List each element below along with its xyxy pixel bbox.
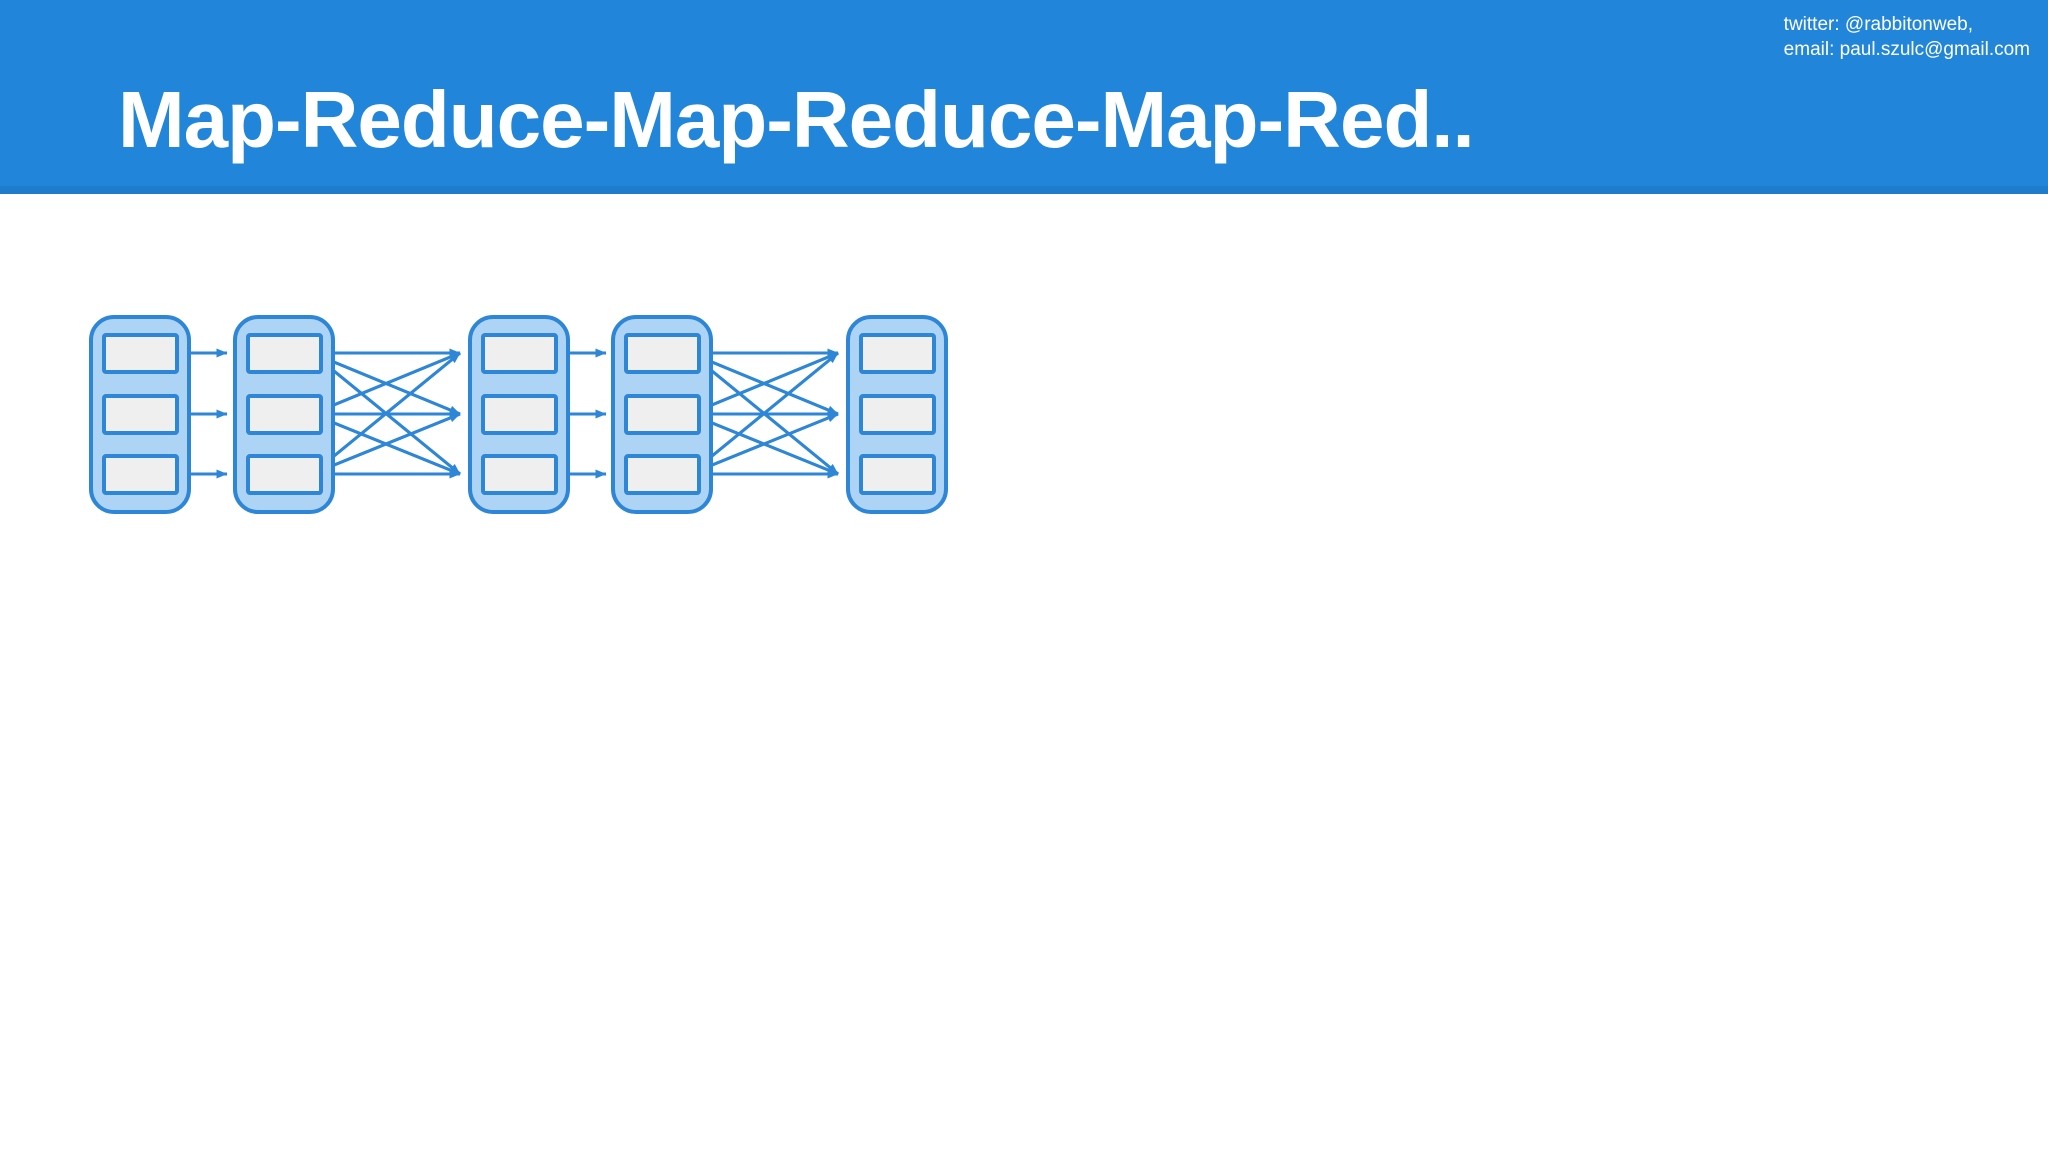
stage-5-node-3[interactable]	[859, 454, 936, 495]
slide-header	[0, 0, 2048, 186]
stage-3[interactable]	[468, 315, 570, 514]
stage-3-node-2[interactable]	[481, 394, 558, 435]
slide-body	[0, 194, 2048, 1152]
map-reduce-diagram	[89, 315, 948, 514]
stage-4[interactable]	[611, 315, 713, 514]
stage-2-node-3[interactable]	[246, 454, 323, 495]
stage-1[interactable]	[89, 315, 191, 514]
stage-3-node-3[interactable]	[481, 454, 558, 495]
stage-3-node-1[interactable]	[481, 333, 558, 374]
connector-group-stage2-stage3	[311, 348, 461, 479]
stage-2[interactable]	[233, 315, 335, 514]
stage-2-node-1[interactable]	[246, 333, 323, 374]
stage-1-node-1[interactable]	[102, 333, 179, 374]
stage-4-node-3[interactable]	[624, 454, 701, 495]
stage-1-node-3[interactable]	[102, 454, 179, 495]
stage-4-node-1[interactable]	[624, 333, 701, 374]
contact-info: twitter: @rabbitonweb, email: paul.szulc…	[1784, 12, 2030, 62]
stage-5[interactable]	[846, 315, 948, 514]
contact-email: email: paul.szulc@gmail.com	[1783, 39, 2030, 60]
header-underline	[0, 186, 2048, 194]
contact-twitter: twitter: @rabbitonweb,	[1783, 14, 1973, 35]
stage-4-node-2[interactable]	[624, 394, 701, 435]
stage-2-node-2[interactable]	[246, 394, 323, 435]
stage-1-node-2[interactable]	[102, 394, 179, 435]
stage-5-node-2[interactable]	[859, 394, 936, 435]
page-title: Map-Reduce-Map-Reduce-Map-Red..	[118, 75, 1475, 164]
stage-5-node-1[interactable]	[859, 333, 936, 374]
connector-group-stage4-stage5	[689, 348, 839, 479]
